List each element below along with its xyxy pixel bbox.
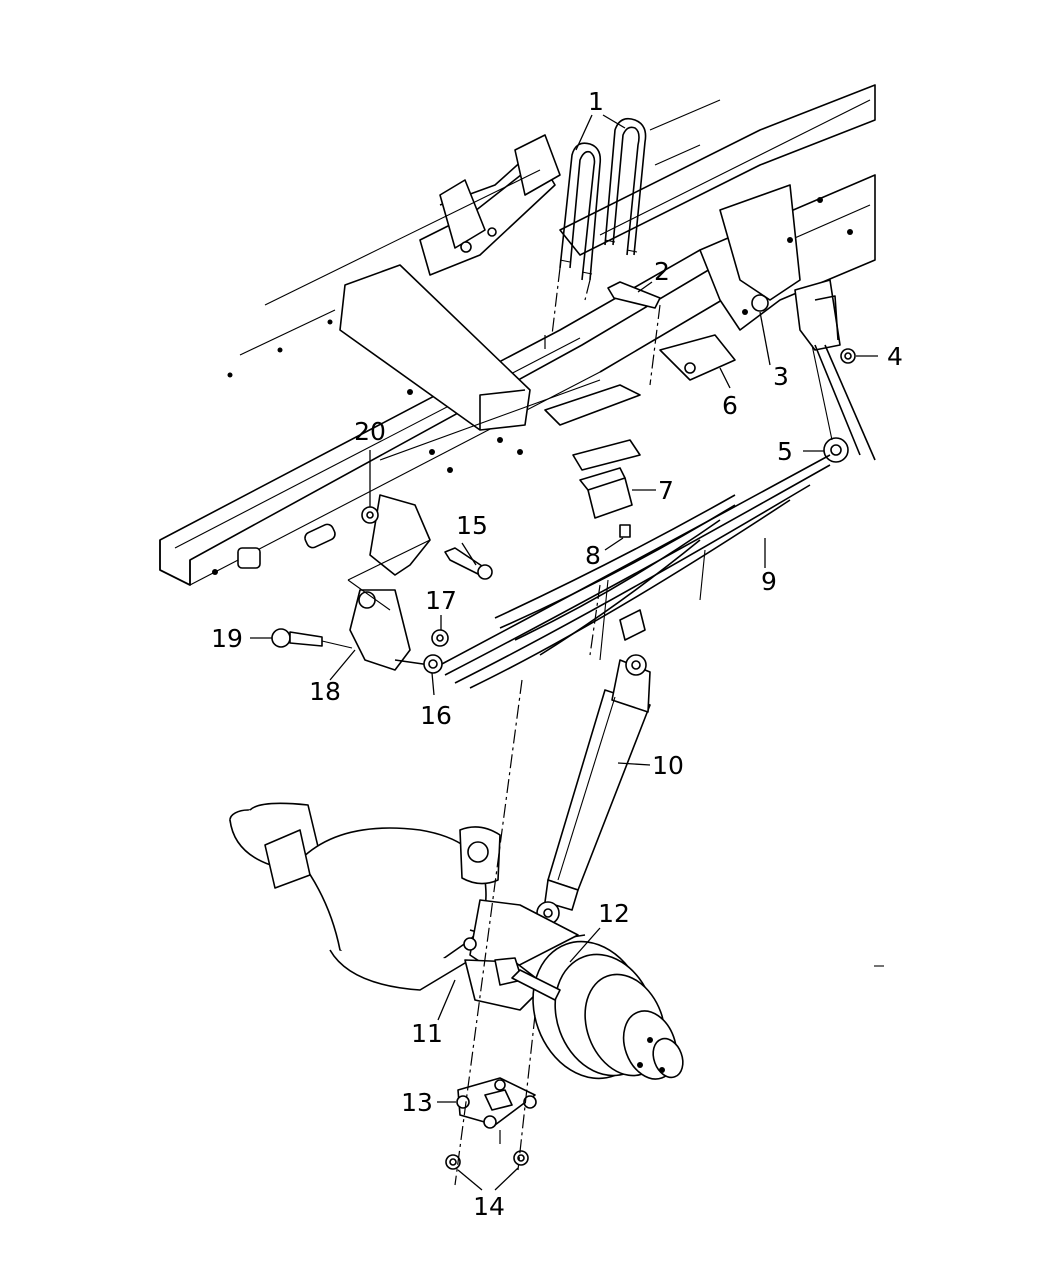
callout-20: 20: [354, 417, 386, 446]
callout-13: 13: [401, 1088, 433, 1117]
shock-absorber: [536, 654, 651, 925]
callout-12: 12: [598, 899, 630, 928]
front-spring-hanger: [347, 494, 431, 671]
brake-hub-assembly: [511, 940, 684, 1080]
callout-7: 7: [658, 476, 674, 505]
callout-15: 15: [456, 511, 488, 540]
nut-17: [431, 629, 449, 647]
hanger-bolt-19: [271, 628, 353, 649]
callout-4: 4: [887, 342, 903, 371]
jounce-bumper: [572, 439, 641, 538]
callout-17: 17: [425, 586, 457, 615]
callout-19: 19: [211, 624, 243, 653]
callout-3: 3: [773, 362, 789, 391]
callout-1: 1: [588, 87, 604, 116]
u-bolts: [551, 117, 647, 336]
spring-shackle: [811, 344, 876, 463]
callout-10: 10: [652, 751, 684, 780]
callout-11: 11: [411, 1019, 443, 1048]
callout-2: 2: [654, 257, 670, 286]
axle-housing: [229, 802, 586, 991]
shackle-nut: [840, 348, 856, 364]
callout-14: 14: [473, 1192, 505, 1221]
callout-18: 18: [309, 677, 341, 706]
bushing-16: [394, 654, 443, 674]
callout-9: 9: [761, 567, 777, 596]
callout-labels: 1 2 3 4 5 6 7 8 9 10 11 12 13 14 15 16 1…: [211, 87, 903, 1221]
centerlines: [454, 335, 601, 1186]
leaf-spring: [439, 454, 831, 689]
leader-lines: [250, 114, 878, 1191]
callout-16: 16: [420, 701, 452, 730]
callout-6: 6: [722, 391, 738, 420]
callout-5: 5: [777, 437, 793, 466]
callout-8: 8: [585, 541, 601, 570]
u-bolt-plate: [456, 1077, 537, 1129]
shackle-bolt: [607, 281, 661, 386]
hanger-bolt-15: [444, 547, 493, 580]
